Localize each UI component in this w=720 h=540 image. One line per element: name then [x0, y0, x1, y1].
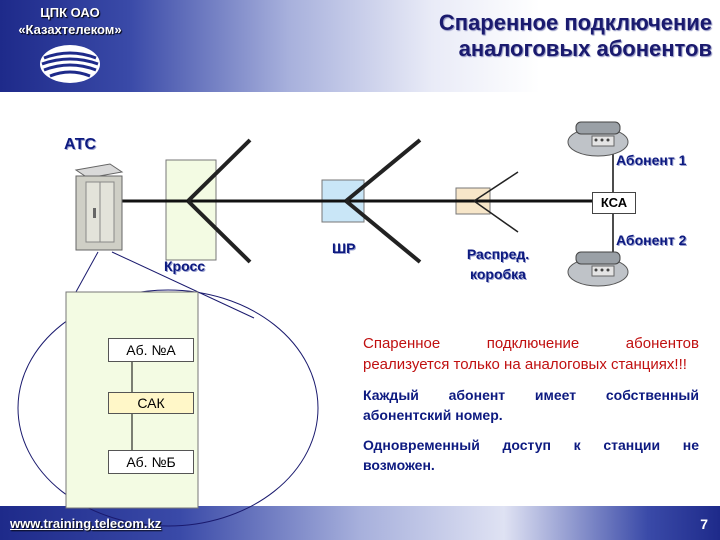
- distribution-label-line-2: коробка: [470, 266, 526, 282]
- footer-link[interactable]: www.training.telecom.kz: [10, 516, 162, 531]
- info-paired-connection: Спаренное подключение абонентов реализуе…: [363, 335, 699, 373]
- subscriber-1-label: Абонент 1: [616, 152, 687, 168]
- ats-cabinet-icon: [74, 163, 124, 251]
- cross-label: Кросс: [164, 258, 206, 274]
- org-line-2: «Казахтелеком»: [18, 22, 122, 37]
- footer-band: [0, 506, 720, 540]
- page-title: Спаренное подключение аналоговых абонент…: [439, 10, 712, 62]
- info-no-simultaneous-access: Одновременный доступ к станции не возмож…: [363, 437, 699, 473]
- header-band: [0, 0, 720, 92]
- callout-line-right: [111, 251, 255, 319]
- info-own-number: Каждый абонент имеет собственный абонент…: [363, 387, 699, 423]
- shr-label: ШР: [332, 240, 356, 256]
- title-line-2: аналоговых абонентов: [458, 36, 712, 61]
- org-line-1: ЦПК ОАО: [40, 5, 100, 20]
- ats-label: АТС: [64, 136, 97, 153]
- sak-box: САК: [108, 392, 194, 414]
- page-number: 7: [700, 516, 708, 532]
- distribution-label-line-1: Распред.: [466, 246, 530, 262]
- cross-box: [165, 159, 217, 261]
- ksa-box: КСА: [592, 192, 636, 214]
- title-line-1: Спаренное подключение: [438, 10, 712, 35]
- phone-icon-1: [567, 121, 629, 157]
- distribution-box-label: Распред. коробка: [452, 244, 544, 284]
- info-text: Спаренное подключение абонентов реализуе…: [363, 333, 699, 485]
- org-name: ЦПК ОАО «Казахтелеком»: [0, 4, 140, 38]
- subscriber-2-label: Абонент 2: [616, 232, 687, 248]
- phone-icon-2: [567, 251, 629, 287]
- kazakhtelecom-logo: [40, 45, 100, 83]
- subscriber-a-box: Аб. №А: [108, 338, 194, 362]
- callout-ellipse: [17, 289, 319, 527]
- subscriber-b-box: Аб. №Б: [108, 450, 194, 474]
